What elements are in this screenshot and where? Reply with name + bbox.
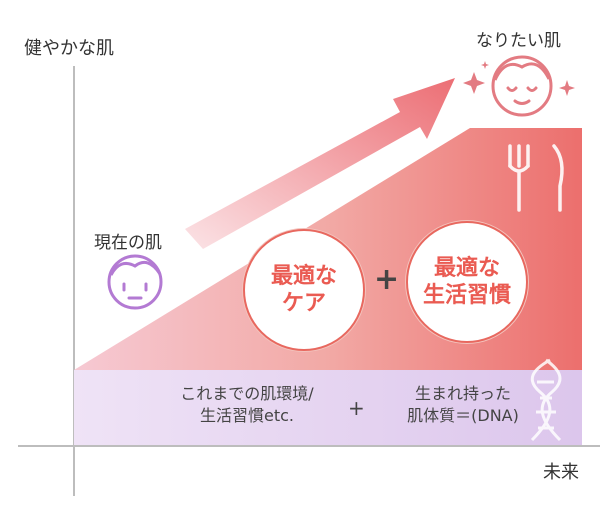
innate-constitution-line2: 肌体質＝(DNA)	[407, 405, 519, 425]
goal-skin-label: なりたい肌	[476, 31, 561, 51]
face-goal-icon	[491, 55, 553, 117]
optimal-lifestyle-line2: 生活習慣	[422, 283, 511, 308]
past-environment-line1: これまでの肌環境/	[180, 384, 314, 403]
innate-constitution-line1: 生まれ持った	[414, 384, 511, 403]
face-current-icon	[107, 254, 163, 310]
x-axis-label: 未来	[543, 462, 579, 483]
sparkle-icon	[463, 61, 575, 96]
optimal-lifestyle-bubble: 最適な 生活習慣	[406, 221, 528, 343]
innate-constitution-text: 生まれ持った 肌体質＝(DNA)	[398, 383, 528, 426]
current-skin-label: 現在の肌	[94, 233, 162, 253]
optimal-lifestyle-line1: 最適な	[433, 255, 500, 281]
optimal-care-line2: ケア	[281, 291, 326, 316]
base-plus-sign: +	[348, 396, 365, 420]
fork-knife-icon	[508, 144, 564, 212]
y-axis-label: 健やかな肌	[24, 38, 114, 59]
dna-icon	[530, 358, 562, 442]
plus-sign: +	[374, 262, 400, 297]
base-band	[74, 370, 582, 445]
optimal-care-bubble: 最適な ケア	[243, 229, 365, 351]
optimal-care-line1: 最適な	[270, 263, 337, 289]
past-environment-text: これまでの肌環境/ 生活習慣etc.	[152, 383, 342, 426]
arrow-icon	[185, 78, 455, 249]
past-environment-line2: 生活習慣etc.	[199, 405, 294, 425]
